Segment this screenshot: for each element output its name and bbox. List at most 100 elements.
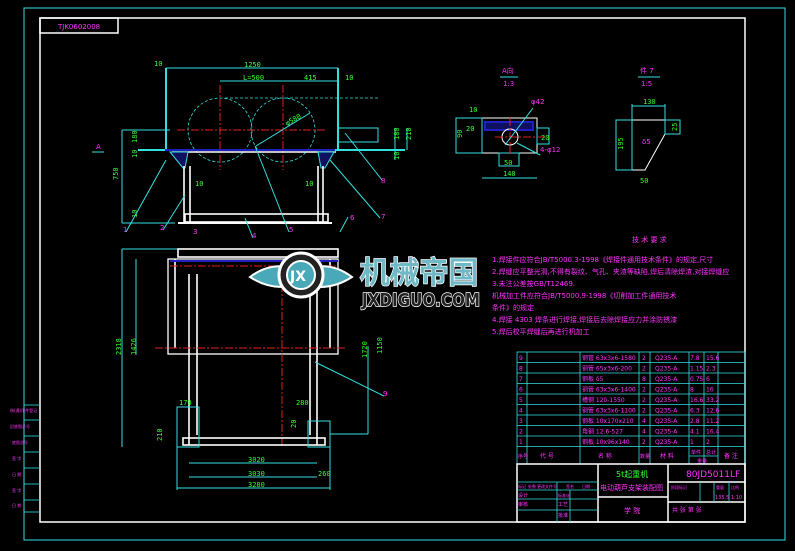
parts-cell-qty: 4 (642, 418, 646, 425)
left-strip-table: 借(通)用件登记 旧底图总号 底图总号 签 字 日 期 签 字 日 期 (10, 404, 40, 513)
section-a-d2: 20 (466, 125, 474, 133)
dim-foot-w: 170 (179, 399, 192, 407)
tech-req-line: 4.焊接 4303 焊条进行焊接,焊接后去除焊接应力并涂防锈漆 (492, 315, 677, 324)
rev-label: 处数 (528, 483, 536, 489)
company-name: 学 院 (624, 506, 640, 515)
dim-left-gap: 10 (154, 60, 162, 68)
section-7-scale: 1:5 (641, 80, 652, 88)
parts-cell-total: 16.4 (706, 429, 720, 436)
parts-cell-total: 16 (706, 387, 714, 394)
strip-label: 旧底图总号 (10, 423, 30, 429)
parts-cell-unit: 1 (690, 439, 694, 446)
sign-label: 标准化 (558, 492, 570, 498)
parts-cell-material: Q235-A (655, 439, 678, 446)
parts-cell-total: 33.2 (706, 397, 720, 404)
strip-label: 签 字 (12, 487, 21, 493)
parts-cell-qty: 2 (642, 366, 646, 373)
parts-cell-material: Q235-A (655, 355, 678, 362)
parts-cell-total: 2 (706, 439, 710, 446)
dim-diameter: φ580 (284, 112, 303, 127)
stage-label: 重量 (716, 484, 724, 490)
front-view: 2318 1426 3020 3030 3280 260 170 210 280… (115, 248, 387, 490)
outer-border (23, 7, 786, 541)
dim-h2: 10 (131, 150, 139, 158)
parts-cell-qty: 2 (642, 439, 646, 446)
dim-h5: 10 (195, 180, 203, 188)
sign-label: 审核 (518, 501, 528, 508)
tech-req-line: 机械加工件应符合JB/T5000.9-1998《切削加工件通用技术 (492, 291, 676, 300)
parts-cell-unit: 8 (690, 387, 694, 394)
section-7-thickness: δ5 (642, 138, 651, 146)
parts-cell-material: Q235-A (655, 366, 678, 373)
parts-cell-qty: 2 (642, 397, 646, 404)
section-7-h: 195 (617, 137, 625, 150)
tech-requirements: 技 术 要 求 1.焊接件应符合JB/T5000.3-1998《焊接件通用技术条… (492, 235, 729, 336)
parts-cell-no: 7 (519, 376, 523, 383)
balloon-3: 3 (193, 228, 197, 236)
stage-label: 比例 (731, 484, 739, 490)
parts-cell-no: 4 (519, 408, 523, 415)
parts-cell-qty: 2 (642, 408, 646, 415)
stage-label: 阶段标记 (671, 484, 687, 490)
title-block: 标记 处数 更改文件号 签名 日期 设计 标准化 审核 工艺 批准 5t起重机 … (516, 463, 746, 523)
parts-cell-total: 11.2 (706, 418, 720, 425)
parts-cell-name: 角钢 12.6-527 (582, 428, 623, 436)
dim-h3: 750 (112, 167, 120, 180)
header-no: 序号 (518, 453, 528, 460)
dim-w1: 3020 (248, 456, 265, 464)
parts-cell-qty: 2 (642, 387, 646, 394)
dim-w2: 3030 (248, 470, 265, 478)
dim-span: L=500 (243, 74, 264, 82)
section-7-side: 25 (671, 123, 679, 131)
dim-overall-width: 1250 (244, 61, 261, 69)
dim-h-total: 2318 (115, 338, 123, 355)
header-unit: 单件 (691, 449, 701, 456)
view-marker-a: A (96, 143, 101, 151)
section-a-d3: 90 (456, 130, 464, 138)
tech-req-title: 技 术 要 求 (632, 235, 667, 244)
dim-h-inner: 1426 (130, 338, 138, 355)
section-a-view: A向 1:3 140 50 90 10 20 20 φ42 4-φ12 (455, 66, 561, 179)
header-code: 代 号 (540, 452, 554, 460)
drawing-frame (39, 17, 746, 523)
end-pipe (337, 127, 379, 143)
balloon-4: 4 (252, 232, 257, 240)
drawing-name: 电动葫芦支架装配图 (600, 483, 663, 492)
dim-side: 260 (318, 470, 331, 478)
rev-label: 日期 (582, 483, 590, 489)
header-weight: 重量 (697, 458, 707, 465)
dim-h-right2: 1150 (376, 337, 384, 354)
parts-cell-qty: 8 (642, 376, 646, 383)
parts-cell-no: 2 (519, 429, 523, 436)
strip-label: 底图总号 (12, 439, 28, 445)
strip-label: 日 期 (12, 502, 21, 508)
tech-req-line: 条件》的规定 (492, 303, 534, 312)
stamp-box (39, 17, 119, 34)
tech-req-line: 2.焊缝应平整光滑,不得有裂纹、气孔、夹渣等缺陷,焊后清除焊渣,对接焊缝应 (492, 267, 729, 276)
dim-offset: 415 (304, 74, 317, 82)
parts-cell-name: 钢管 63x3x6-1400 (582, 386, 636, 394)
parts-cell-no: 8 (519, 366, 523, 373)
sign-label: 批准 (558, 512, 568, 519)
top-view: 1250 L=500 415 10 10 φ580 750 180 10 10 … (92, 60, 413, 240)
drawing-code-stamp: TJK0602008 (57, 23, 100, 31)
section-a-w2: 140 (503, 170, 516, 178)
sign-label: 工艺 (558, 502, 568, 508)
tech-req-line: 1.焊接件应符合JB/T5000.3-1998《焊接件通用技术条件》的规定,尺寸 (492, 255, 713, 264)
parts-cell-unit: 1.15 (690, 366, 704, 373)
watermark-logo: JX 机械帝国 JXDIGUO.COM (248, 251, 481, 312)
dim-r3: 10 (393, 152, 401, 160)
product-name: 5t起重机 (616, 469, 648, 479)
scale-value: 1:10 (731, 495, 742, 501)
parts-cell-no: 5 (519, 397, 523, 404)
header-name: 名 称 (598, 452, 612, 460)
parts-cell-no: 3 (519, 418, 523, 425)
sheet-count: 共 张 第 张 (672, 506, 702, 514)
strip-label: 借(通)用件登记 (10, 407, 37, 413)
rev-label: 标记 (518, 483, 526, 489)
section-a-d4: 20 (541, 134, 549, 142)
parts-cell-material: Q235-A (655, 408, 678, 415)
weight-value: 135.5 (715, 495, 729, 501)
rev-label: 更改文件号 (537, 483, 557, 489)
